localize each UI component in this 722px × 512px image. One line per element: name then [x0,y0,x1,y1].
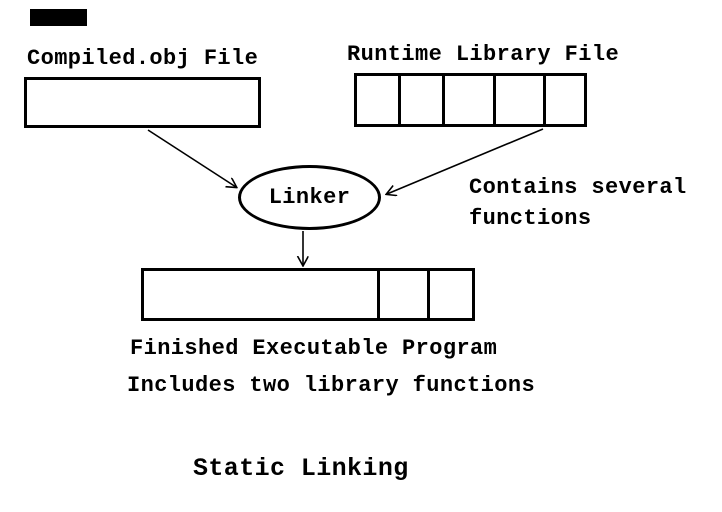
output-box-divider [427,271,430,318]
contains-several-functions-note: Contains several functions [469,172,687,234]
runtime-library-file-label: Runtime Library File [347,42,620,67]
compiled-obj-file-label: Compiled.obj File [27,46,259,71]
finished-executable-program-label: Finished Executable Program [130,336,498,361]
runtime-box-divider [442,76,445,124]
runtime-box-divider [493,76,496,124]
note-line-1: Contains several [469,175,687,200]
scan-artifact-mark [30,9,87,26]
compiled-obj-file-box [24,77,261,128]
diagram-title: Static Linking [193,454,409,483]
note-line-2: functions [469,206,592,231]
arrow-compiled-to-linker [147,129,236,187]
runtime-library-file-box [354,73,587,127]
linker-label: Linker [268,184,351,210]
linker-node: Linker [238,165,381,230]
output-box-divider [377,271,380,318]
runtime-box-divider [398,76,401,124]
includes-two-library-functions-label: Includes two library functions [127,373,536,398]
runtime-box-divider [543,76,546,124]
finished-executable-box [141,268,475,321]
